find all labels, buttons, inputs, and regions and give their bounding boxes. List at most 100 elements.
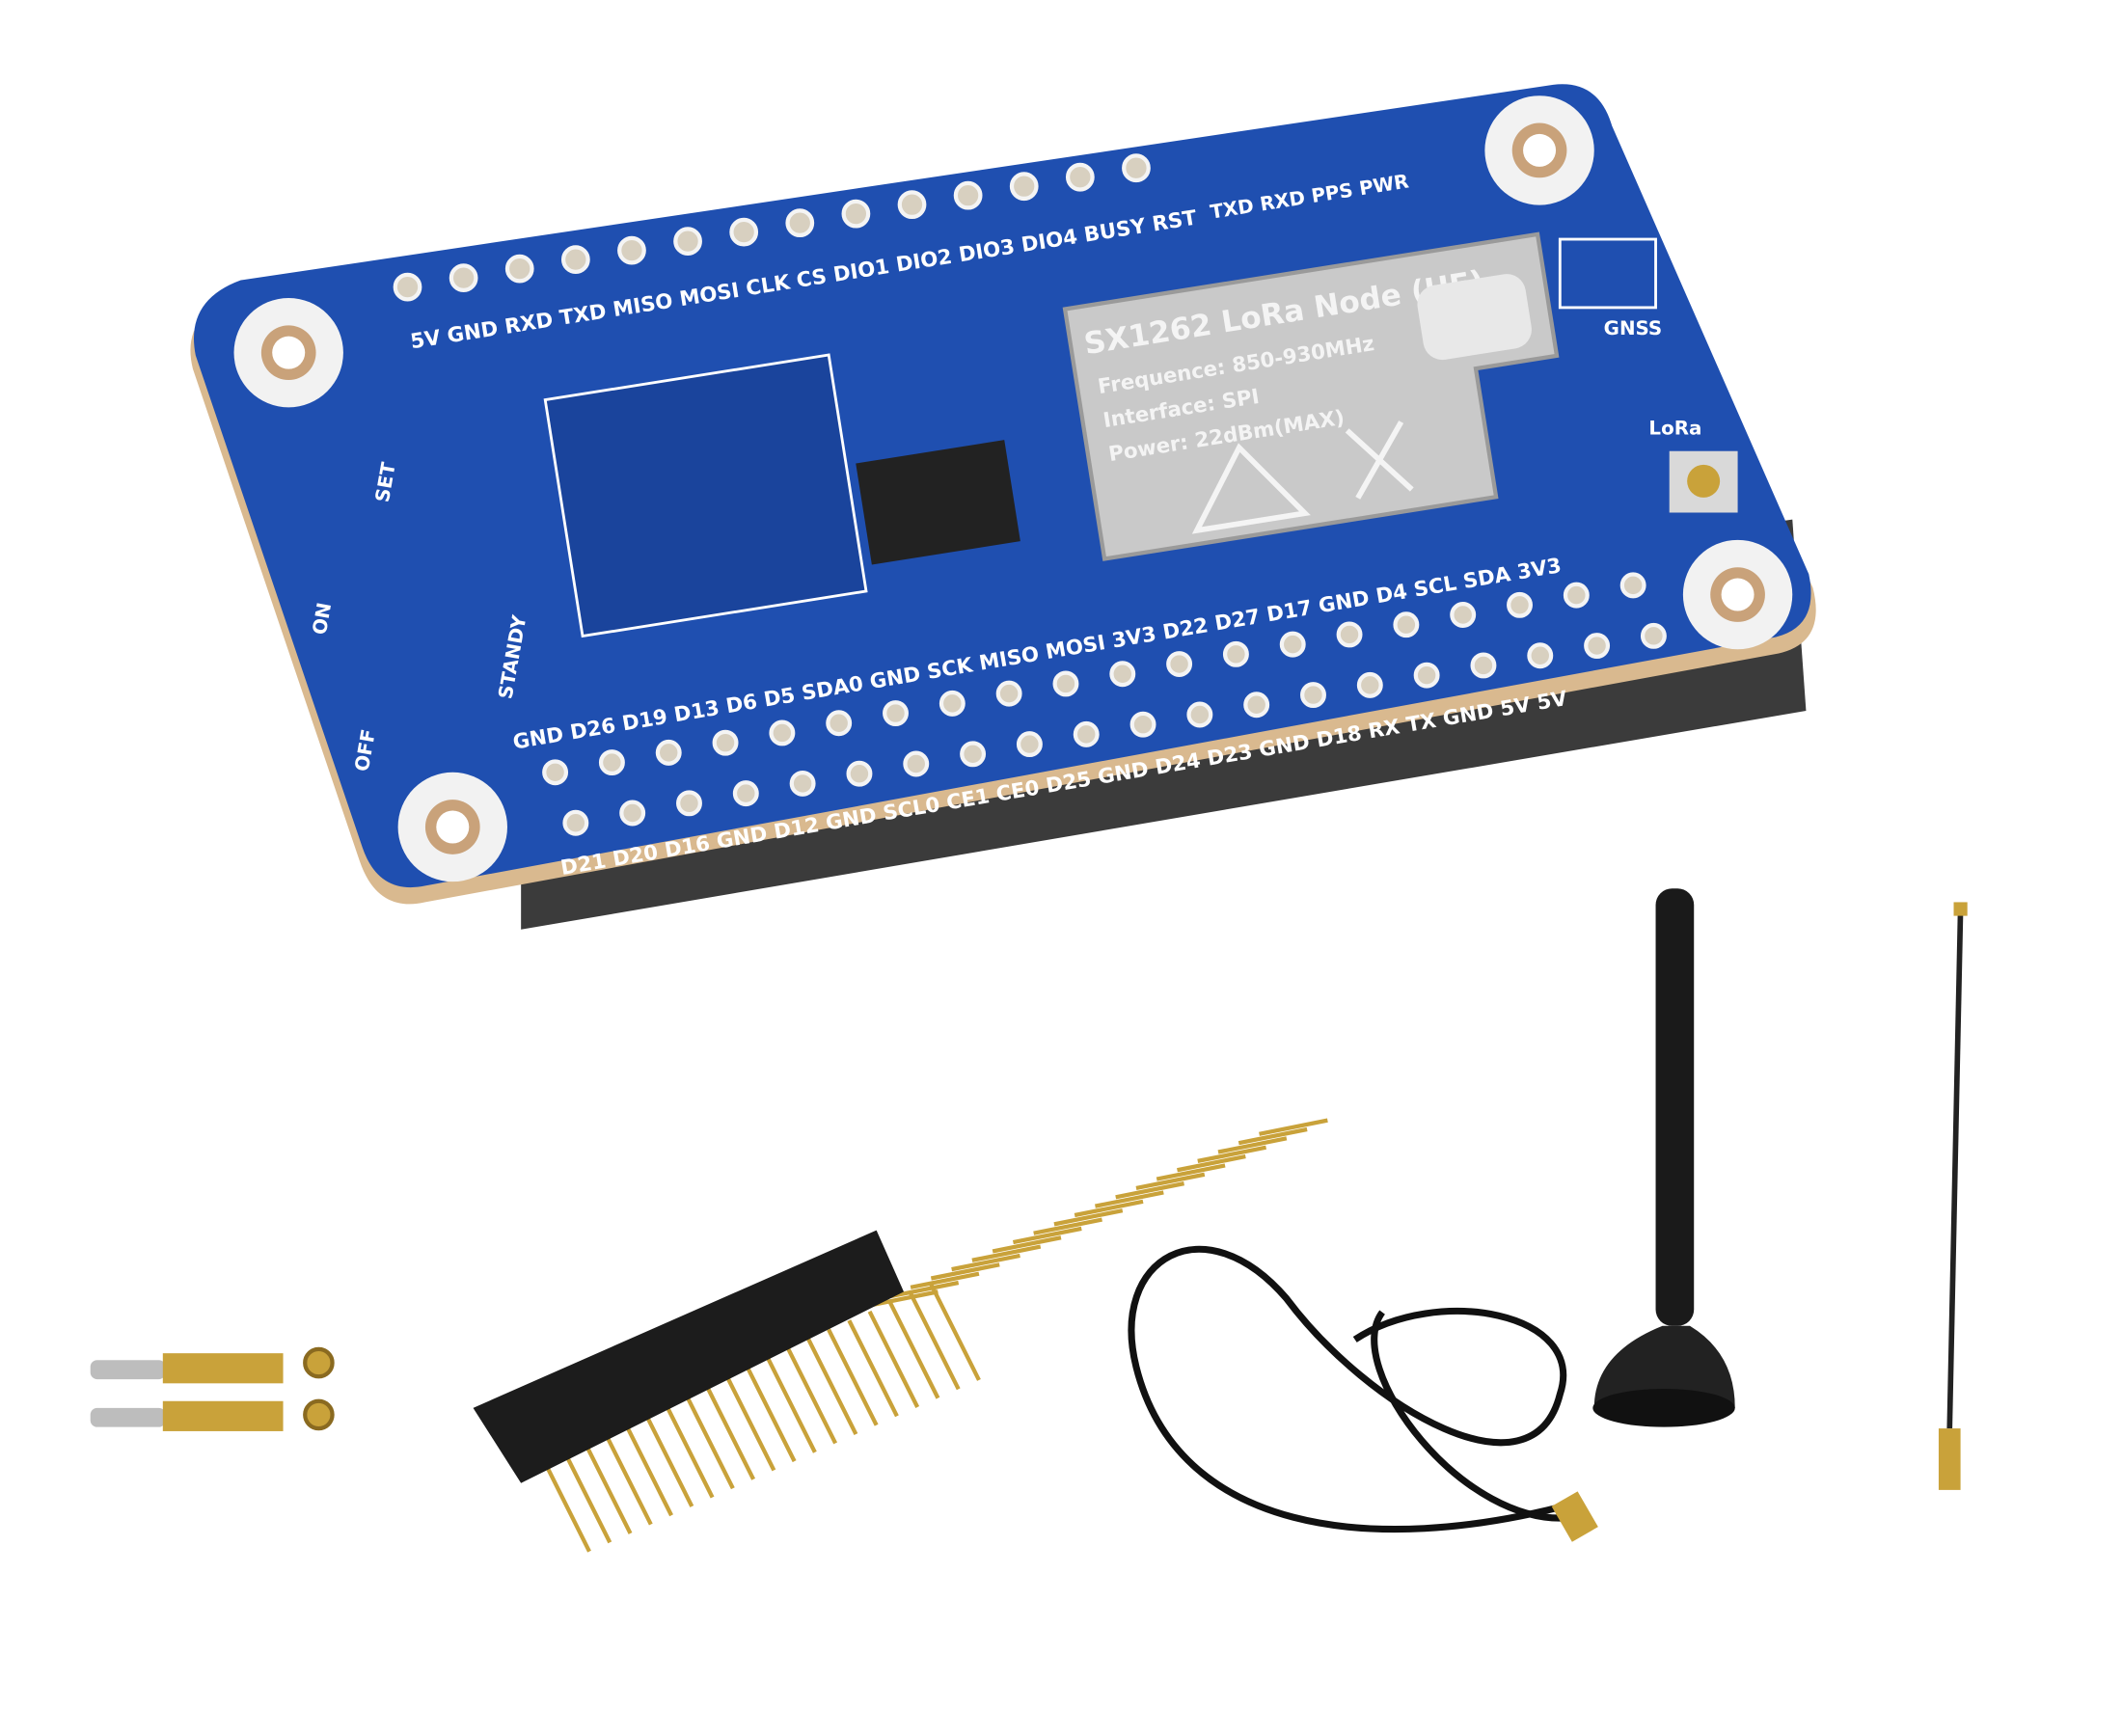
header-pin	[971, 1244, 1042, 1262]
weee-bin-icon	[1345, 420, 1414, 500]
header-pin	[539, 1454, 591, 1553]
pin-hole	[1336, 621, 1363, 648]
header-pin	[621, 1419, 673, 1517]
pin-hole	[1243, 692, 1270, 719]
magnetic-base-antenna	[1128, 888, 1735, 1542]
header-pin	[1156, 1163, 1226, 1181]
pin-hole	[619, 800, 646, 827]
pin-hole	[729, 217, 759, 247]
header-pin	[1012, 1226, 1082, 1245]
header-pin	[745, 1364, 797, 1463]
voltage-regulator	[856, 440, 1020, 565]
pin-hole	[673, 227, 702, 257]
header-pin	[1177, 1153, 1246, 1173]
pin-hole	[598, 749, 625, 776]
pin-hole	[542, 759, 569, 786]
header-pin	[1217, 1136, 1288, 1154]
header-pin	[909, 1292, 961, 1391]
header-pin	[1135, 1172, 1206, 1191]
pin-hole	[732, 780, 759, 807]
gpio-40-pin-header	[542, 572, 1667, 836]
header-pin	[887, 1301, 940, 1399]
pin-hole	[841, 199, 871, 229]
header-pin	[930, 1262, 1000, 1281]
header-pin	[723, 1373, 776, 1472]
pin-hole	[826, 710, 853, 737]
pin-hole	[1186, 701, 1213, 728]
pin-hole	[1450, 602, 1477, 628]
header-pin	[827, 1328, 879, 1426]
mounting-hole	[1682, 539, 1793, 650]
stacking-pin-header	[473, 1118, 1328, 1553]
pin-hole	[953, 180, 983, 210]
pin-hole	[960, 741, 987, 768]
on-label: ON	[309, 601, 336, 637]
pin-hole	[897, 190, 927, 220]
pin-hole	[1584, 633, 1611, 660]
pin-hole	[939, 690, 966, 717]
pin-hole	[1073, 720, 1100, 747]
header-pin	[1197, 1145, 1267, 1163]
pin-hole	[1122, 153, 1151, 183]
header-pin	[1095, 1190, 1164, 1208]
header-pin	[785, 1346, 838, 1445]
header-pin	[1053, 1208, 1124, 1227]
pin-hole	[1166, 651, 1193, 677]
pin-hole	[1563, 582, 1590, 609]
lora-hat-board: 5V GND RXD TXD MISO MOSI CLK CS DIO1 DIO…	[190, 84, 1816, 930]
pin-hole	[1109, 661, 1136, 688]
mounting-hole	[233, 297, 343, 408]
header-pin	[805, 1337, 858, 1436]
header-pin	[559, 1446, 612, 1544]
lora-ipex-connector	[1669, 450, 1738, 513]
pin-hole	[769, 719, 796, 746]
header-pin	[929, 1283, 981, 1381]
header-pin	[1115, 1181, 1184, 1200]
header-pin	[641, 1409, 694, 1507]
header-pin	[1259, 1118, 1328, 1136]
pin-hole	[903, 750, 930, 777]
header-pin	[683, 1392, 735, 1490]
pin-hole	[785, 208, 815, 238]
pin-hole	[1393, 611, 1420, 638]
top-pin-header	[393, 153, 1151, 302]
pin-hole	[1222, 640, 1249, 667]
pin-hole	[1507, 591, 1533, 618]
pin-hole	[712, 729, 739, 756]
header-pin	[847, 1319, 899, 1418]
pin-hole	[1009, 172, 1039, 202]
pin-hole	[562, 809, 589, 836]
header-pin	[1074, 1199, 1144, 1218]
pin-hole	[449, 263, 478, 293]
header-pin	[1033, 1217, 1102, 1235]
header-pin	[992, 1235, 1062, 1254]
header-pin	[869, 1289, 939, 1308]
pin-hole	[1356, 671, 1383, 698]
header-pin	[663, 1400, 715, 1499]
header-pin	[765, 1355, 817, 1453]
gnss-label: GNSS	[1604, 317, 1663, 339]
header-pin	[581, 1436, 633, 1534]
pin-hole	[1619, 572, 1646, 599]
header-pin	[951, 1253, 1020, 1272]
pin-hole	[560, 245, 590, 275]
waveshare-logo	[1417, 274, 1532, 361]
lora-label: LoRa	[1648, 418, 1701, 440]
header-pin	[1238, 1126, 1308, 1146]
pin-hole	[1300, 682, 1326, 709]
header-pin	[601, 1427, 653, 1526]
header-pin	[910, 1271, 980, 1289]
pin-hole	[1052, 670, 1079, 697]
pin-hole	[1470, 652, 1497, 679]
mounting-hole	[397, 772, 507, 882]
esd-warning-icon	[1191, 443, 1311, 534]
mcu-chip	[543, 353, 868, 638]
pin-hole	[995, 680, 1022, 707]
sx1262-module: SX1262 LoRa Node (HF) Frequence: 850-930…	[1062, 231, 1560, 561]
pin-hole	[1129, 711, 1156, 738]
pin-hole	[846, 760, 873, 787]
pin-hole	[1640, 622, 1667, 649]
gnss-antenna-connector	[1558, 237, 1657, 310]
header-pin	[889, 1280, 960, 1299]
